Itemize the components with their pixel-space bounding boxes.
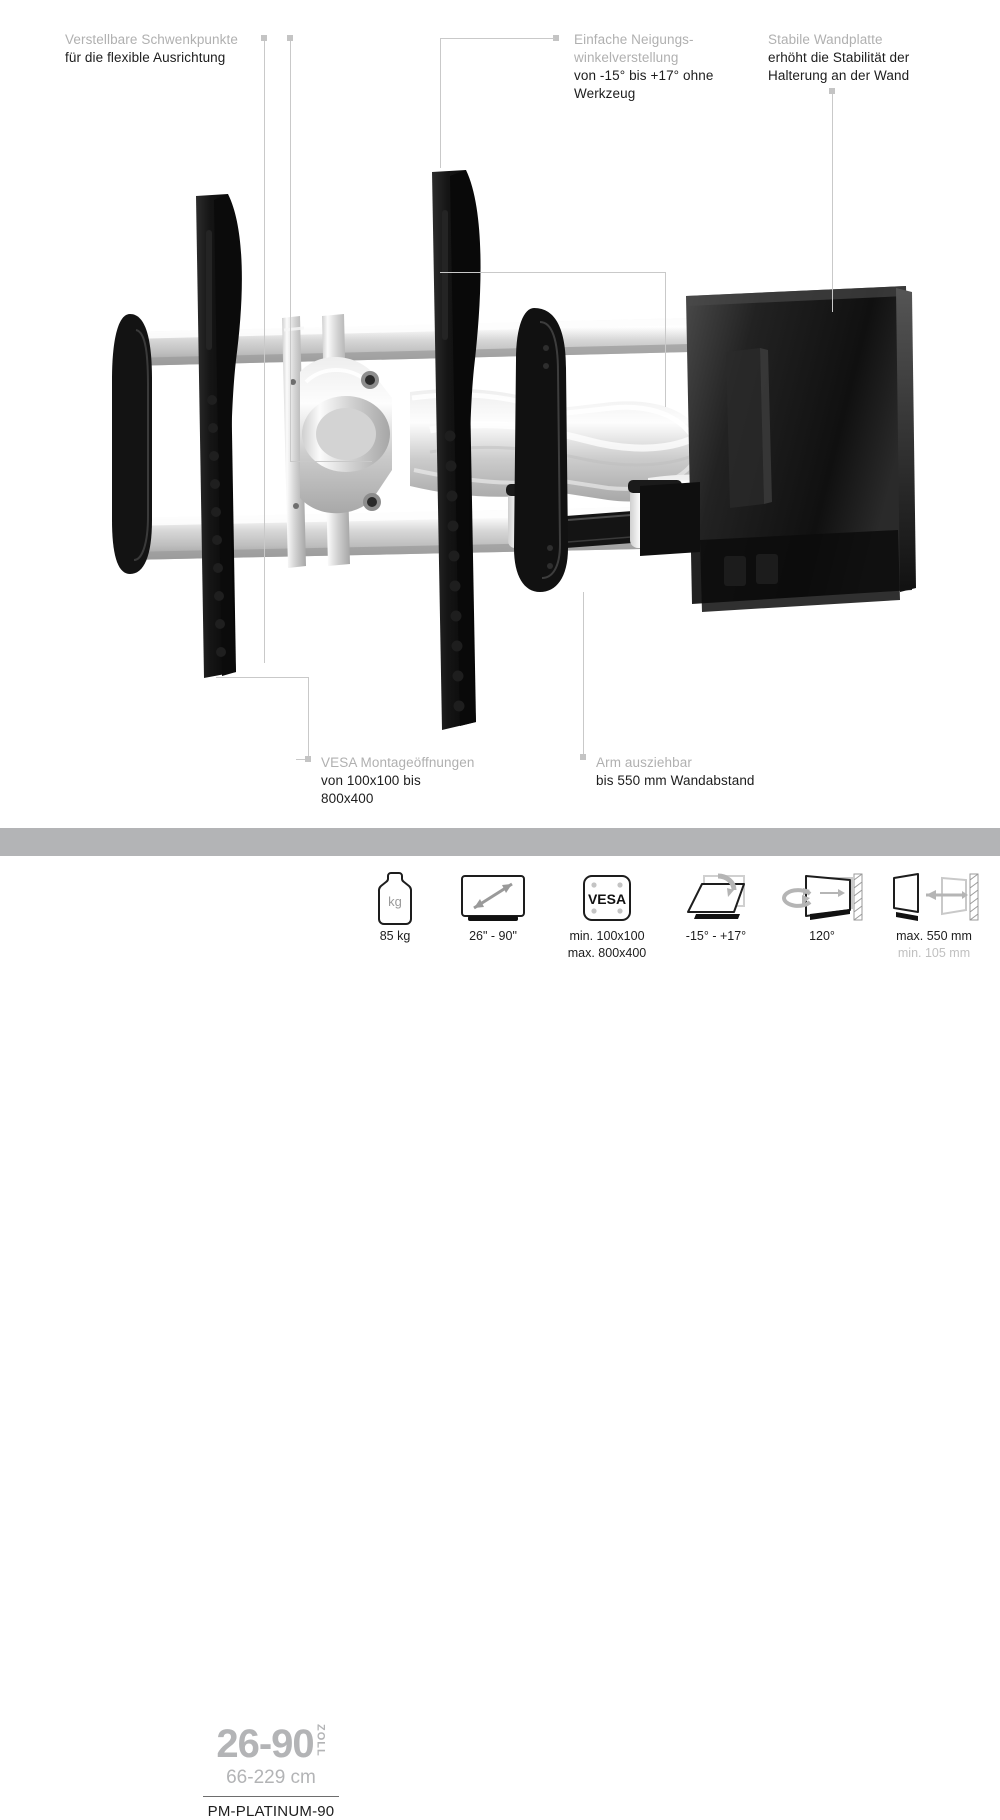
leader-marker — [553, 35, 559, 41]
leader-segment — [832, 94, 833, 312]
leader-segment — [440, 272, 665, 273]
spec-wall-distance-caption-2: min. 105 mm — [897, 945, 971, 960]
tv-rail-left — [196, 194, 242, 678]
callout-heading: Stabile Wandplatte — [768, 32, 883, 47]
leader-segment — [296, 759, 308, 760]
screen-size-icon — [438, 866, 548, 928]
swivel-angle-icon — [770, 866, 874, 928]
callout-body-line2: Werkzeug — [574, 85, 636, 101]
divider-rule — [203, 1796, 339, 1797]
leader-segment — [290, 41, 291, 461]
leader-segment — [216, 677, 308, 678]
callout-heading: Arm ausziehbar — [596, 755, 692, 770]
spec-screen-size: 26" - 90" — [438, 866, 548, 945]
vesa-icon: VESA — [544, 866, 670, 928]
spec-tilt-caption: -15° - +17° — [685, 929, 747, 943]
spec-weight-caption: 85 kg — [379, 929, 411, 943]
model-number: PM-PLATINUM-90 — [207, 1803, 335, 1820]
spec-screen-size-caption: 26" - 90" — [469, 929, 517, 943]
section-divider-band — [0, 828, 1000, 856]
tv-rail-right — [432, 170, 481, 730]
wall-distance-icon — [876, 866, 992, 928]
leader-marker — [829, 88, 835, 94]
side-plate-left — [112, 314, 152, 574]
leader-marker — [287, 35, 293, 41]
leader-marker — [580, 754, 586, 760]
leader-marker — [305, 756, 311, 762]
callout-body-line2: Halterung an der Wand — [768, 67, 910, 83]
callout-arm-extension: Arm ausziehbar bis 550 mm Wandabstand — [596, 754, 826, 790]
screen-size-centimeters: 66-229 cm — [226, 1767, 316, 1788]
leader-segment — [440, 38, 555, 39]
spec-vesa: VESA min. 100x100 max. 800x400 — [544, 866, 670, 962]
leader-segment — [308, 677, 309, 759]
callout-body-line1: von -15° bis +17° ohne — [574, 67, 714, 83]
wall-plate-collar — [640, 482, 700, 556]
spec-wall-distance-caption-1: max. 550 mm — [896, 929, 972, 943]
leader-segment — [583, 592, 584, 754]
callout-wall-plate: Stabile Wandplatte erhöht die Stabilität… — [768, 31, 978, 85]
callout-body: bis 550 mm Wandabstand — [596, 772, 755, 788]
spec-swivel-caption: 120° — [809, 929, 835, 943]
spec-vesa-caption-1: min. 100x100 — [569, 929, 645, 943]
specification-bar: 26-90ZOLL 66-229 cm PM-PLATINUM-90 kg 85… — [0, 856, 1000, 1820]
leader-segment — [440, 38, 441, 168]
callout-heading-line1: Einfache Neigungs- — [574, 32, 694, 47]
product-illustration — [0, 0, 1000, 828]
spec-tilt: -15° - +17° — [660, 866, 772, 945]
leader-segment — [665, 272, 666, 407]
leader-segment — [290, 461, 372, 462]
callout-vesa-holes: VESA Montageöffnungen von 100x100 bis 80… — [321, 754, 541, 808]
callout-body-line2: 800x400 — [321, 790, 374, 806]
vesa-adapter-brackets — [282, 314, 392, 568]
spec-weight: kg 85 kg — [352, 866, 438, 945]
callout-body-line1: erhöht die Stabilität der — [768, 49, 910, 65]
weight-kg-icon: kg — [352, 866, 438, 928]
vesa-icon-label: VESA — [588, 891, 626, 907]
callout-body: für die flexible Ausrichtung — [65, 49, 226, 65]
callout-heading: VESA Montageöffnungen — [321, 755, 475, 770]
screen-size-inches: 26-90 — [216, 1722, 314, 1766]
spec-swivel: 120° — [770, 866, 874, 945]
spec-wall-distance: max. 550 mm min. 105 mm — [876, 866, 992, 962]
callout-heading-line2: winkelverstellung — [574, 49, 679, 65]
callout-body-line1: von 100x100 bis — [321, 772, 421, 788]
leader-marker — [261, 35, 267, 41]
screen-size-model-block: 26-90ZOLL 66-229 cm PM-PLATINUM-90 — [196, 1724, 346, 1820]
tilt-angle-icon — [660, 866, 772, 928]
screen-size-unit: ZOLL — [314, 1724, 327, 1757]
wall-plate — [686, 286, 916, 612]
svg-text:kg: kg — [388, 894, 402, 909]
leader-segment — [264, 41, 265, 663]
callout-swivel-points: Verstellbare Schwenkpunkte für die flexi… — [65, 31, 315, 67]
callout-tilt-angle: Einfache Neigungs- winkelverstellung von… — [574, 31, 759, 103]
callout-heading: Verstellbare Schwenkpunkte — [65, 32, 238, 47]
cable-cover-oval — [514, 308, 568, 592]
spec-vesa-caption-2: max. 800x400 — [567, 945, 647, 960]
